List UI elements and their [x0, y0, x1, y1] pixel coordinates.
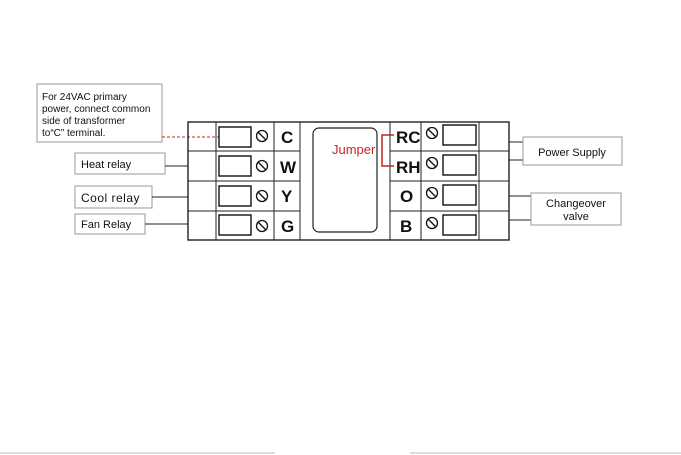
terminal-w: W: [280, 158, 297, 177]
jumper-label: Jumper: [332, 142, 376, 157]
changeover-label-line1: Changeover: [546, 198, 606, 210]
screw-icon: [427, 128, 438, 139]
power-supply-label: Power Supply: [538, 147, 606, 159]
note-line-2: power, connect common: [42, 104, 150, 115]
terminal-g: G: [281, 217, 294, 236]
slot-c: [219, 127, 251, 147]
screw-icon: [257, 131, 268, 142]
slot-rh: [443, 155, 476, 175]
slot-rc: [443, 125, 476, 145]
screw-icon: [427, 158, 438, 169]
screw-icon: [257, 161, 268, 172]
terminal-c: C: [281, 128, 293, 147]
slot-g: [219, 215, 251, 235]
terminal-rh: RH: [396, 158, 421, 177]
note-line-1: For 24VAC primary: [42, 92, 127, 103]
terminal-rc: RC: [396, 128, 421, 147]
note-line-4: to“C” terminal.: [42, 128, 105, 139]
slot-b: [443, 215, 476, 235]
screw-icon: [257, 191, 268, 202]
terminal-o: O: [400, 187, 413, 206]
cool-relay-label: Cool relay: [81, 191, 140, 205]
screw-icon: [427, 218, 438, 229]
slot-y: [219, 186, 251, 206]
screw-icon: [257, 221, 268, 232]
screw-icon: [427, 188, 438, 199]
note-line-3: side of transformer: [42, 116, 126, 127]
terminal-b: B: [400, 217, 412, 236]
slot-w: [219, 156, 251, 176]
heat-relay-label: Heat relay: [81, 159, 132, 171]
changeover-label-line2: valve: [563, 211, 589, 223]
fan-relay-label: Fan Relay: [81, 219, 132, 231]
terminal-y: Y: [281, 187, 293, 206]
slot-o: [443, 185, 476, 205]
